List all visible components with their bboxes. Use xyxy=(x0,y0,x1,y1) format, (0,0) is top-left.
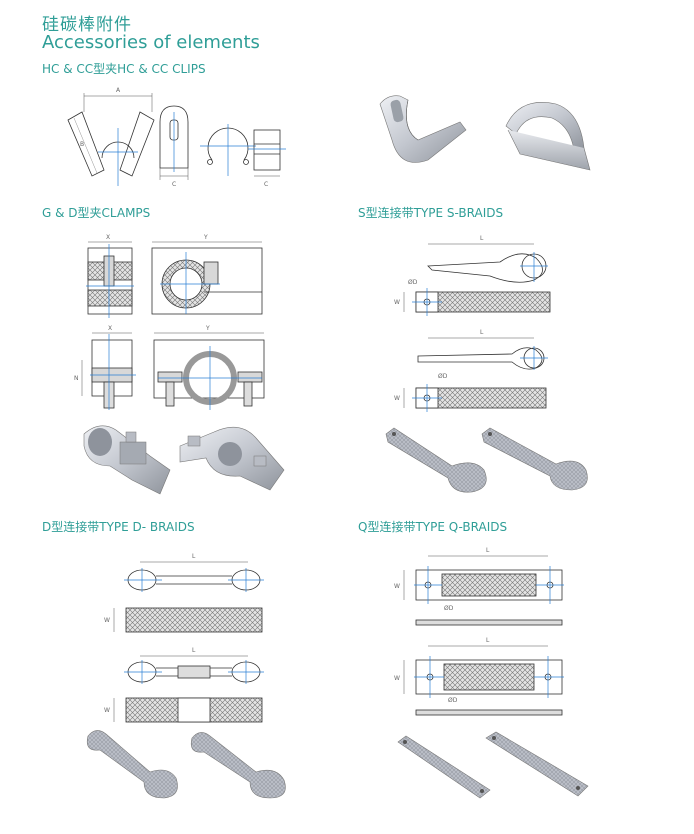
dim-w-label-s2: W xyxy=(394,395,400,402)
dim-n-label: N xyxy=(74,375,79,382)
hc-clip-3d xyxy=(379,95,467,163)
dim-x-label-d: X xyxy=(108,325,112,332)
dim-c-label-hc: C xyxy=(172,181,176,188)
dim-w-label-q2: W xyxy=(394,675,400,682)
s-braid-drawing-1 xyxy=(403,243,551,316)
dim-l-label-s1: L xyxy=(480,235,484,242)
d-clamp-end-view xyxy=(81,332,136,410)
dim-w-label-d2: W xyxy=(104,707,110,714)
q-braid-drawing-2 xyxy=(403,645,564,716)
cc-clip-3d xyxy=(505,102,591,171)
d-braid-3d-1 xyxy=(86,730,178,799)
d-clamp-3d xyxy=(179,426,285,491)
s-braid-3d-1 xyxy=(385,427,487,493)
dim-d-label-q1: ØD xyxy=(444,605,454,612)
dim-l-label-q2: L xyxy=(486,637,490,644)
d-braid-drawing-2 xyxy=(113,655,264,723)
dim-w-label-q1: W xyxy=(394,583,400,590)
dim-d-label-s1: ØD xyxy=(408,279,418,286)
q-braid-3d-2 xyxy=(485,731,589,797)
page-title-en: Accessories of elements xyxy=(42,32,260,53)
dim-w-label-d1: W xyxy=(104,617,110,624)
dim-b-label: B xyxy=(80,141,84,148)
q-braid-3d-1 xyxy=(397,735,491,799)
section-label-q-braids: Q型连接带TYPE Q-BRAIDS xyxy=(358,520,508,534)
g-clamp-3d xyxy=(83,425,171,495)
d-braid-drawing-1 xyxy=(113,561,264,633)
hc-clip-side-view xyxy=(159,105,189,180)
dim-l-label-s2: L xyxy=(480,329,484,336)
d-braid-3d-2 xyxy=(190,732,286,799)
dim-l-label-d1: L xyxy=(192,553,196,560)
dim-d-label-q2: ØD xyxy=(448,697,458,704)
g-clamp-side-view xyxy=(151,241,263,315)
dim-l-label-d2: L xyxy=(192,647,196,654)
section-label-clamps: G & D型夹CLAMPS xyxy=(42,206,151,220)
page-title-cn: 硅碳棒附件 xyxy=(42,15,132,35)
cc-clip-side-view xyxy=(248,129,286,177)
s-braid-drawing-2 xyxy=(403,337,548,412)
hc-clip-drawing xyxy=(67,93,155,186)
cc-clip-drawing xyxy=(200,124,256,176)
s-braid-3d-2 xyxy=(481,427,588,491)
dim-x-label-g: X xyxy=(106,234,110,241)
dim-a-label: A xyxy=(116,87,121,94)
dim-d-label-s2: ØD xyxy=(438,373,448,380)
section-label-hc-clips: HC & CC型夹HC & CC CLIPS xyxy=(42,62,206,76)
section-label-d-braids: D型连接带TYPE D- BRAIDS xyxy=(42,520,195,534)
dim-w-label-s1: W xyxy=(394,299,400,306)
dim-l-label-q1: L xyxy=(486,547,490,554)
dim-y-label-g: Y xyxy=(203,234,208,241)
dim-y-label-d: Y xyxy=(205,325,210,332)
g-clamp-end-view xyxy=(86,241,134,318)
dim-c-label-cc: C xyxy=(264,181,268,188)
section-label-s-braids: S型连接带TYPE S-BRAIDS xyxy=(358,206,504,220)
d-clamp-side-view xyxy=(153,332,265,410)
q-braid-drawing-1 xyxy=(403,555,564,626)
